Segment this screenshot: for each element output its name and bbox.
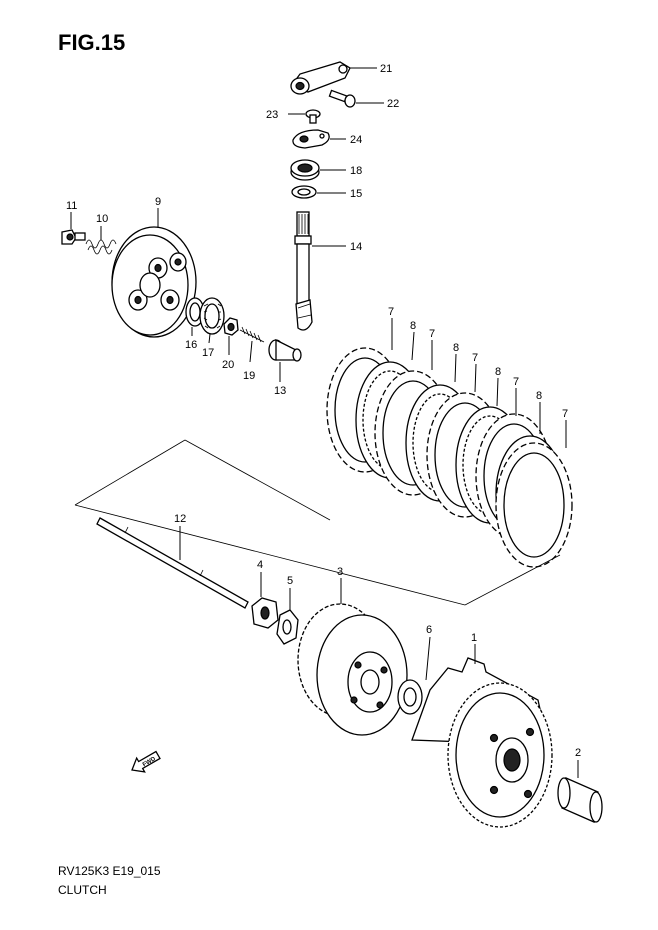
part-washer-5	[276, 609, 299, 645]
callout-2: 2	[575, 747, 581, 759]
part-release-shaft-14	[294, 211, 313, 331]
callout-plate-7: 7	[388, 306, 394, 318]
part-spacer-2	[557, 777, 603, 823]
callout-10: 10	[96, 213, 108, 225]
part-sleeve-hub-3	[297, 603, 408, 736]
callout-6: 6	[426, 624, 432, 636]
part-spring-10	[85, 239, 117, 255]
callout-24: 24	[350, 134, 362, 146]
callout-19: 19	[243, 370, 255, 382]
callout-14: 14	[350, 241, 362, 253]
callout-3: 3	[337, 566, 343, 578]
part-nut-20	[223, 317, 239, 336]
callout-4: 4	[257, 559, 263, 571]
part-bolt-11	[61, 229, 86, 245]
part-bearing-17	[199, 297, 225, 335]
part-plate-24	[292, 129, 330, 149]
part-push-rod-12	[96, 517, 249, 609]
callout-16: 16	[185, 339, 197, 351]
callout-9: 9	[155, 196, 161, 208]
callout-plate-7: 7	[429, 328, 435, 340]
callout-20: 20	[222, 359, 234, 371]
callout-21: 21	[380, 63, 392, 75]
callout-11: 11	[66, 200, 77, 212]
model-code: RV125K3 E19_015	[58, 864, 161, 878]
callout-22: 22	[387, 98, 399, 110]
clutch-plate-stack	[326, 347, 573, 568]
callout-plate-8: 8	[453, 342, 459, 354]
part-oil-seal-18	[290, 159, 320, 181]
callout-18: 18	[350, 165, 362, 177]
callout-5: 5	[287, 575, 293, 587]
callout-plate-8: 8	[410, 320, 416, 332]
callout-17: 17	[202, 347, 214, 359]
fwd-arrow-icon: FWD	[131, 750, 161, 773]
part-release-arm	[290, 61, 351, 95]
part-screw-23	[305, 109, 321, 124]
alignment-guide	[74, 439, 561, 606]
callout-plate-8: 8	[495, 366, 501, 378]
part-clutch-housing-1	[411, 657, 553, 828]
part-screw-19	[239, 326, 265, 343]
callout-23: 23	[266, 109, 278, 121]
friction-plate	[495, 442, 573, 568]
callout-plate-8: 8	[536, 390, 542, 402]
callout-1: 1	[471, 632, 477, 644]
callout-plate-7: 7	[472, 352, 478, 364]
figure-title: FIG.15	[58, 30, 126, 55]
callout-12: 12	[174, 513, 186, 525]
part-bolt-22	[328, 89, 356, 108]
figure-caption: CLUTCH	[58, 883, 107, 897]
callout-plate-7: 7	[513, 376, 519, 388]
part-washer-15	[291, 185, 317, 199]
callout-15: 15	[350, 188, 362, 200]
callout-13: 13	[274, 385, 286, 397]
part-pressure-plate-9	[111, 226, 197, 338]
part-nut-4	[251, 597, 279, 629]
part-push-piece-13	[268, 338, 302, 362]
part-washer-6	[397, 679, 423, 715]
callout-plate-7: 7	[562, 408, 568, 420]
